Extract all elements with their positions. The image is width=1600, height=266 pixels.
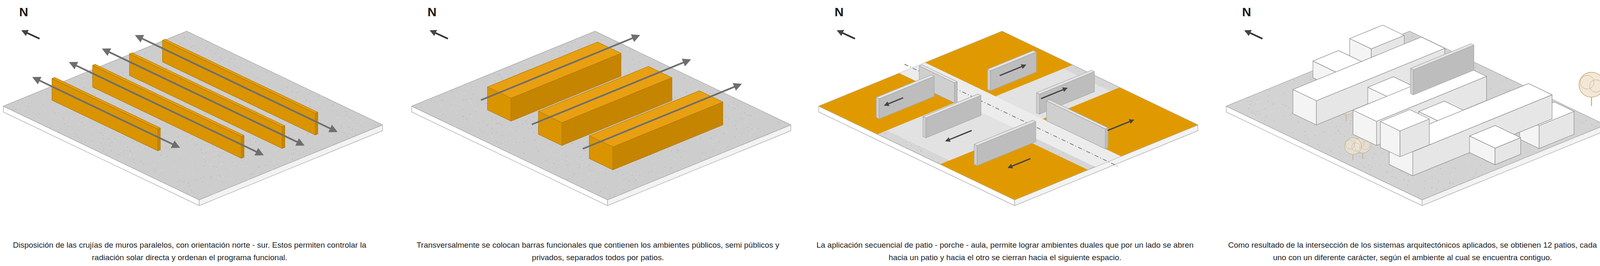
volume-top bbox=[1469, 125, 1521, 149]
wall-side bbox=[241, 135, 244, 159]
slab-top bbox=[1226, 31, 1600, 200]
slab-top bbox=[3, 31, 383, 200]
wall-side bbox=[954, 81, 958, 103]
wall-side bbox=[315, 112, 318, 136]
paving-texture bbox=[1235, 35, 1598, 198]
volume-top bbox=[1380, 109, 1430, 131]
north-label: N bbox=[19, 5, 29, 20]
wall-side bbox=[977, 121, 1036, 166]
wall-front bbox=[922, 116, 926, 138]
wall-top bbox=[922, 94, 981, 118]
north-label: N bbox=[427, 5, 437, 20]
flow-arrow bbox=[885, 97, 904, 106]
tree-symbol bbox=[1579, 72, 1600, 107]
wall-top bbox=[1046, 99, 1109, 129]
north-arrow bbox=[837, 30, 855, 39]
north-label: N bbox=[834, 5, 844, 20]
paving-texture bbox=[12, 36, 380, 197]
wall-front bbox=[1036, 92, 1040, 115]
wall-front bbox=[52, 78, 158, 152]
caption-text: Transversalmente se colocan barras funci… bbox=[406, 239, 790, 265]
wall-top bbox=[1036, 70, 1095, 95]
wall-side bbox=[879, 76, 935, 119]
flow-arrow bbox=[1008, 158, 1031, 168]
wall-top bbox=[987, 50, 1037, 71]
axis-arrow bbox=[33, 77, 179, 148]
north-label: N bbox=[1242, 5, 1252, 20]
north-arrow bbox=[22, 30, 40, 39]
axis-arrow bbox=[582, 84, 741, 150]
flow-arrow bbox=[999, 65, 1026, 76]
wall-side bbox=[925, 95, 981, 138]
caption-text: Como resultado de la intersección de los… bbox=[1220, 239, 1600, 265]
wall-side bbox=[990, 52, 1037, 91]
caption-text: La aplicación secuencial de patio - porc… bbox=[813, 239, 1197, 265]
wall-front bbox=[974, 144, 978, 166]
north-arrow bbox=[1245, 30, 1263, 39]
flow-arrow bbox=[1107, 120, 1134, 131]
volume-top bbox=[1349, 25, 1405, 49]
caption-text: Disposición de las crujías de muros para… bbox=[0, 239, 382, 265]
wall-top bbox=[1410, 43, 1474, 70]
wall-top bbox=[876, 75, 935, 99]
wall-side bbox=[1105, 127, 1109, 150]
wall-top bbox=[52, 77, 161, 130]
wall-side bbox=[157, 128, 161, 152]
wall-top bbox=[974, 120, 1036, 146]
wall-front bbox=[876, 97, 880, 119]
paving-texture bbox=[417, 40, 784, 198]
wall-front bbox=[1410, 68, 1414, 95]
slab-top bbox=[818, 31, 1198, 200]
tree-symbol bbox=[1344, 137, 1362, 161]
flow-arrow bbox=[1041, 88, 1068, 99]
wall-side bbox=[1413, 45, 1474, 95]
wall-side bbox=[282, 125, 285, 149]
flow-arrow bbox=[945, 130, 972, 142]
slab-top bbox=[411, 31, 791, 200]
north-arrow bbox=[430, 30, 448, 39]
wall-front bbox=[987, 69, 991, 91]
